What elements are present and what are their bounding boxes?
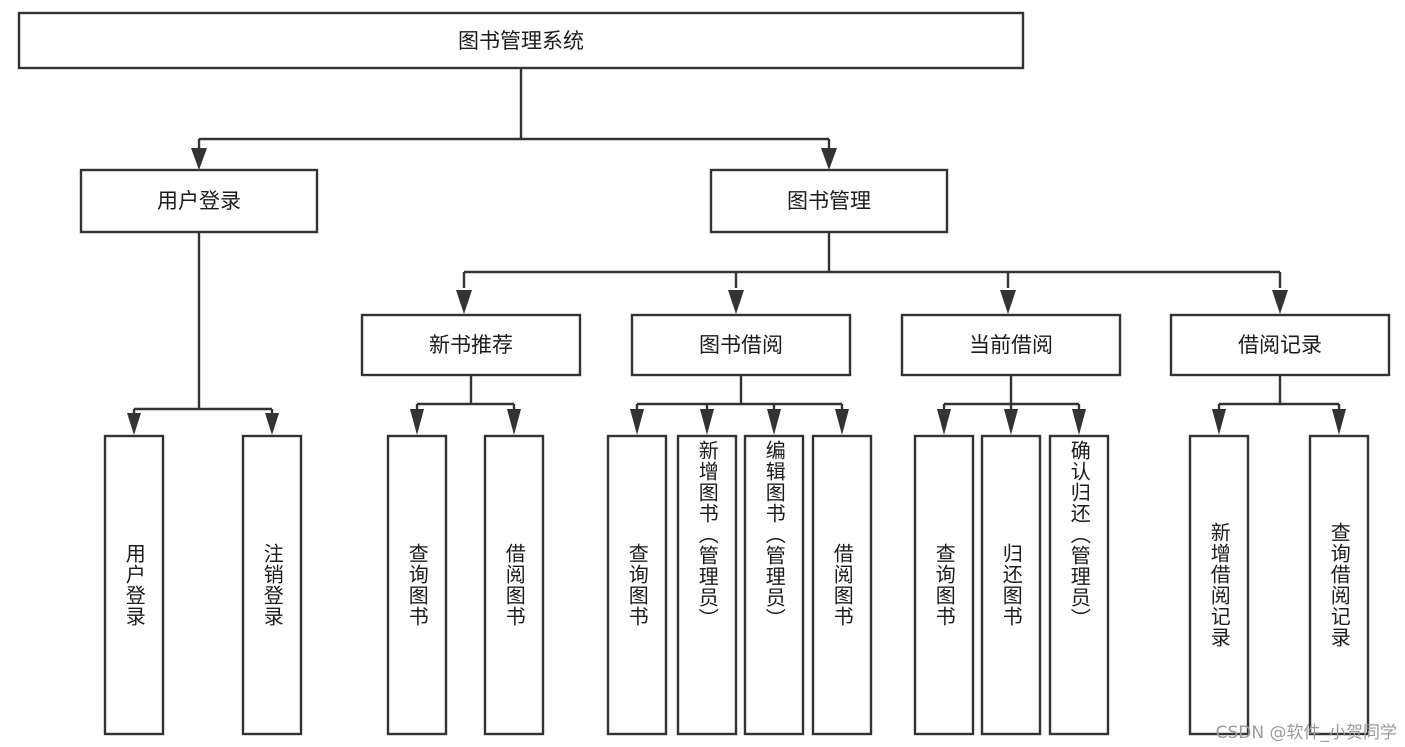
leaf-box-query-book-a[interactable] — [386, 434, 448, 736]
node-user-login-box[interactable] — [79, 168, 319, 234]
leaf-box-query-book-b[interactable] — [606, 434, 668, 736]
arrow-to-borrow — [728, 290, 744, 314]
edges-record-to-leaves — [1212, 375, 1346, 435]
node-book-borrow[interactable]: 图书借阅 — [630, 313, 852, 377]
arrow-to-leaf-query-book-b — [630, 409, 644, 435]
node-borrow-record-box[interactable] — [1169, 313, 1391, 377]
leaf-box-query-book-c[interactable] — [913, 434, 975, 736]
node-user-login-label: 用户登录 — [157, 189, 241, 213]
leaf-box-borrow-book-a[interactable] — [483, 434, 545, 736]
edges-current-to-leaves — [937, 375, 1086, 435]
edges-borrow-to-leaves — [630, 375, 849, 435]
arrow-to-record — [1272, 290, 1288, 314]
node-new-book-recommend[interactable]: 新书推荐 — [360, 313, 582, 377]
arrow-to-leaf-confirm-return — [1072, 409, 1086, 435]
arrow-to-leaf-add-record — [1212, 409, 1226, 435]
arrow-to-leaf-edit-book — [767, 409, 781, 435]
edges-root-to-level2 — [191, 68, 837, 170]
arrow-to-book-mgmt — [821, 148, 837, 170]
arrow-to-new-book — [456, 290, 472, 314]
leaf-box-confirm-return[interactable] — [1048, 434, 1110, 736]
leaf-box-add-record[interactable] — [1188, 434, 1250, 736]
arrow-to-leaf-query-record — [1332, 409, 1346, 435]
arrow-to-user-login — [191, 148, 207, 170]
leaf-box-query-record[interactable] — [1308, 434, 1370, 736]
node-root[interactable]: 图书管理系统 — [17, 11, 1025, 70]
leaf-box-logout[interactable] — [241, 434, 303, 736]
edges-user-login-to-leaves — [127, 232, 279, 435]
node-root-box[interactable] — [17, 11, 1025, 70]
node-borrow-record-label: 借阅记录 — [1238, 333, 1322, 357]
node-current-borrow-label: 当前借阅 — [969, 333, 1053, 357]
edges-new-book-to-leaves — [410, 375, 521, 435]
arrow-to-current — [1000, 290, 1016, 314]
node-borrow-record[interactable]: 借阅记录 — [1169, 313, 1391, 377]
leaf-box-user-login[interactable] — [103, 434, 165, 736]
arrow-to-leaf-borrow-book-b — [835, 409, 849, 435]
arrow-to-leaf-query-book-c — [937, 409, 951, 435]
arrow-to-leaf-query-book-a — [410, 409, 424, 435]
node-current-borrow[interactable]: 当前借阅 — [900, 313, 1122, 377]
arrow-to-leaf-borrow-book-a — [507, 409, 521, 435]
arrow-to-leaf-add-book — [700, 409, 714, 435]
node-root-label: 图书管理系统 — [458, 29, 584, 53]
edges-book-mgmt-to-level3 — [456, 232, 1288, 314]
leaf-boxes — [103, 434, 1370, 736]
node-user-login[interactable]: 用户登录 — [79, 168, 319, 234]
watermark-text: CSDN @软件_小贺同学 — [1215, 723, 1397, 743]
arrow-to-leaf-logout — [265, 413, 279, 435]
node-book-management-label: 图书管理 — [787, 189, 871, 213]
node-book-management[interactable]: 图书管理 — [709, 168, 949, 234]
arrow-to-leaf-user-login — [127, 413, 141, 435]
node-book-borrow-label: 图书借阅 — [699, 333, 783, 357]
node-current-borrow-box[interactable] — [900, 313, 1122, 377]
node-book-management-box[interactable] — [709, 168, 949, 234]
node-new-book-recommend-label: 新书推荐 — [429, 333, 513, 357]
arrow-to-leaf-return-book — [1004, 409, 1018, 435]
node-new-book-recommend-box[interactable] — [360, 313, 582, 377]
leaf-box-add-book[interactable] — [676, 434, 738, 736]
node-book-borrow-box[interactable] — [630, 313, 852, 377]
leaf-box-return-book[interactable] — [980, 434, 1042, 736]
leaf-box-borrow-book-b[interactable] — [811, 434, 873, 736]
leaf-box-edit-book[interactable] — [743, 434, 805, 736]
